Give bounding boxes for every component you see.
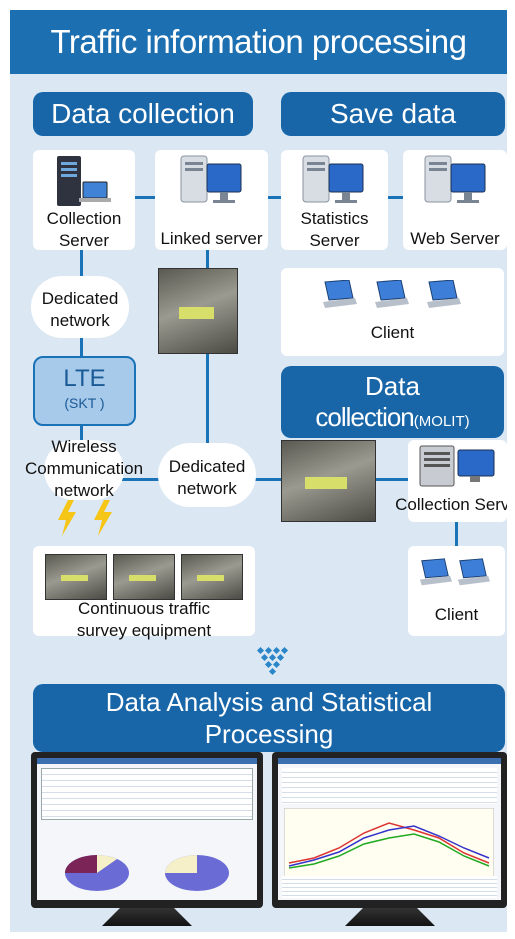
web-server-card: Web Server — [403, 150, 507, 250]
dedicated-network-label: network — [177, 479, 237, 498]
network-cloud — [44, 440, 124, 500]
lightning-icon — [58, 500, 76, 536]
wireless-label: Wireless — [51, 437, 117, 456]
connector — [370, 478, 415, 481]
laptop-icon — [323, 280, 357, 308]
data-collection-pill: Data collection — [33, 92, 253, 136]
linked-server-card: Linked server — [155, 150, 268, 250]
monitor-stand — [345, 908, 435, 926]
cabinet-icon — [45, 554, 107, 600]
connector — [115, 196, 160, 199]
survey-equipment-card: Continuous traffic survey equipment — [33, 546, 255, 640]
cabinet-icon — [281, 440, 376, 522]
collection-server-label: Collection — [46, 209, 122, 228]
analysis-title-line1: Data Analysis and Statistical — [105, 687, 433, 717]
connector — [388, 196, 408, 199]
laptop-icon — [419, 558, 452, 586]
connector — [455, 522, 458, 567]
collection-server-label: Server — [58, 231, 110, 250]
laptop-icon — [457, 558, 490, 586]
analysis-pill: Data Analysis and Statistical Processing — [33, 684, 505, 752]
connector — [80, 422, 83, 452]
wireless-label: network — [54, 481, 114, 500]
diagram-frame: Traffic information processing Data coll… — [10, 10, 507, 932]
laptop-icon — [427, 280, 461, 308]
lte-box: LTE (SKT ) — [33, 356, 136, 426]
statistics-server-card: Statistics Server — [281, 150, 388, 250]
monitor-icon — [31, 752, 263, 908]
linked-server-label: Linked server — [160, 229, 263, 248]
client-card-top: Client — [281, 268, 504, 356]
lightning-icon — [94, 500, 112, 536]
page-title: Traffic information processing — [10, 10, 507, 74]
client-label: Client — [370, 323, 415, 342]
monitor-stand — [102, 908, 192, 926]
server-icon — [424, 155, 486, 203]
dedicated-network-label: Dedicated — [41, 289, 119, 308]
monitor-icon — [272, 752, 507, 908]
molit-subtitle: collection — [315, 402, 414, 432]
statistics-server-label: Server — [309, 231, 360, 250]
network-cloud — [31, 276, 129, 338]
molit-title: Data — [365, 371, 420, 401]
server-icon — [180, 155, 242, 203]
server-icon — [57, 156, 111, 206]
collection-server-card: Collection Server — [33, 150, 135, 250]
cabinet-icon — [181, 554, 243, 600]
dedicated-network-label: network — [50, 311, 110, 330]
client-card-bottom: Client — [408, 546, 505, 636]
lte-carrier: (SKT ) — [64, 395, 105, 411]
cabinet-icon — [158, 268, 238, 354]
client-label: Client — [434, 605, 479, 624]
connector — [120, 478, 160, 481]
molit-tag: (MOLIT) — [413, 413, 470, 430]
connector — [268, 196, 293, 199]
lte-title: LTE — [63, 365, 106, 392]
server-icon — [419, 445, 495, 487]
network-cloud — [158, 443, 256, 507]
dedicated-network-label: Dedicated — [168, 457, 246, 476]
web-server-label: Web Server — [410, 229, 500, 248]
cabinet-icon — [113, 554, 175, 600]
analysis-title-line2: Processing — [204, 719, 334, 749]
equipment-label: survey equipment — [76, 621, 212, 640]
server-icon — [302, 155, 364, 203]
save-data-pill: Save data — [281, 92, 505, 136]
collection-server-right-card: Collection Serve — [395, 440, 507, 522]
wireless-label: Communication — [24, 459, 144, 478]
connector — [235, 478, 290, 481]
statistics-server-label: Statistics — [300, 209, 369, 228]
laptop-icon — [375, 280, 409, 308]
collection-server-right-label: Collection Serve — [395, 495, 507, 514]
data-collection-molit-pill: Data collection(MOLIT) — [281, 366, 504, 438]
equipment-label: Continuous traffic — [78, 599, 210, 618]
